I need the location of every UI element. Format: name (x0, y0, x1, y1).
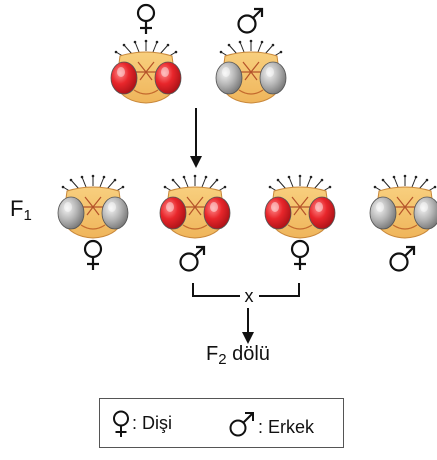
fly-eye-right (154, 61, 182, 95)
fly-eye-left (57, 196, 85, 230)
f1-fly-male-white-eyes (369, 174, 437, 239)
f1-subscript: 1 (23, 207, 32, 224)
male-symbol-icon (229, 412, 254, 437)
fly-eye-right (308, 196, 336, 230)
bristles (373, 174, 437, 194)
male-symbol-icon (179, 245, 206, 272)
f1-letter: F (10, 196, 24, 221)
f2-subscript: 2 (218, 351, 227, 368)
bristles (114, 39, 178, 59)
arrow-parents-to-f1 (190, 108, 202, 168)
male-symbol-icon (237, 7, 264, 34)
bristles (61, 174, 125, 194)
fly-eye-right (259, 61, 287, 95)
parent-fly-female-red-eyes (110, 39, 182, 104)
male-symbol-icon (389, 245, 416, 272)
fly-eye-left (369, 196, 397, 230)
legend-male-label: : Erkek (258, 417, 315, 437)
cross-symbol: x (245, 286, 254, 306)
f2-letter: F (206, 343, 219, 365)
fly-eye-left (264, 196, 292, 230)
female-symbol-icon (83, 239, 103, 270)
f2-suffix: dölü (226, 343, 270, 365)
legend-box: : Dişi : Erkek (99, 398, 344, 448)
female-symbol-icon (113, 410, 129, 437)
legend-female-label: : Dişi (132, 413, 172, 433)
cross-bracket (192, 283, 300, 297)
fly-eye-right (413, 196, 437, 230)
female-symbol-icon (290, 239, 310, 270)
f1-fly-female-white-eyes (57, 174, 129, 239)
arrow-f1-to-f2 (242, 308, 254, 344)
fly-eye-left (110, 61, 138, 95)
f1-fly-male-red-eyes (159, 174, 231, 239)
female-symbol-icon (136, 3, 156, 34)
parent-fly-male-white-eyes (215, 39, 287, 104)
bristles (268, 174, 332, 194)
f2-label: F2 dölü (206, 343, 270, 368)
f1-fly-female-red-eyes (264, 174, 336, 239)
fly-eye-right (203, 196, 231, 230)
fly-eye-left (159, 196, 187, 230)
fly-eye-right (101, 196, 129, 230)
fly-eye-left (215, 61, 243, 95)
f1-label: F1 (10, 196, 32, 224)
